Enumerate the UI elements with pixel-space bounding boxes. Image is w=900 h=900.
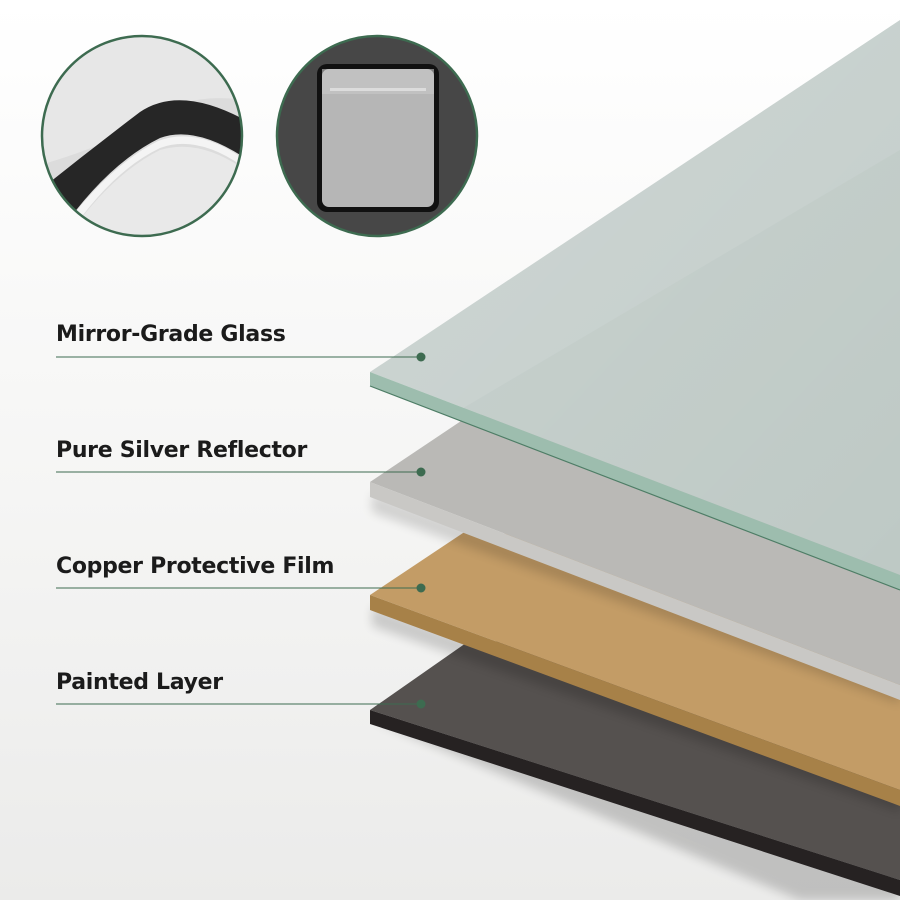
label-mirror-grade-glass: Mirror-Grade Glass	[56, 322, 286, 347]
leader-dot-silver	[416, 467, 426, 477]
glass-sheet	[369, 20, 900, 591]
framed-mirror-thumbnail-icon	[275, 34, 479, 238]
leader-dot-copper	[416, 583, 426, 593]
leader-lines	[56, 352, 426, 709]
label-copper-protective-film: Copper Protective Film	[56, 554, 335, 579]
label-pure-silver-reflector: Pure Silver Reflector	[56, 438, 308, 463]
mirror-corner-closeup-icon	[40, 34, 244, 238]
leader-dot-glass	[416, 352, 426, 362]
leader-dot-painted	[416, 699, 426, 709]
label-painted-layer: Painted Layer	[56, 670, 223, 695]
